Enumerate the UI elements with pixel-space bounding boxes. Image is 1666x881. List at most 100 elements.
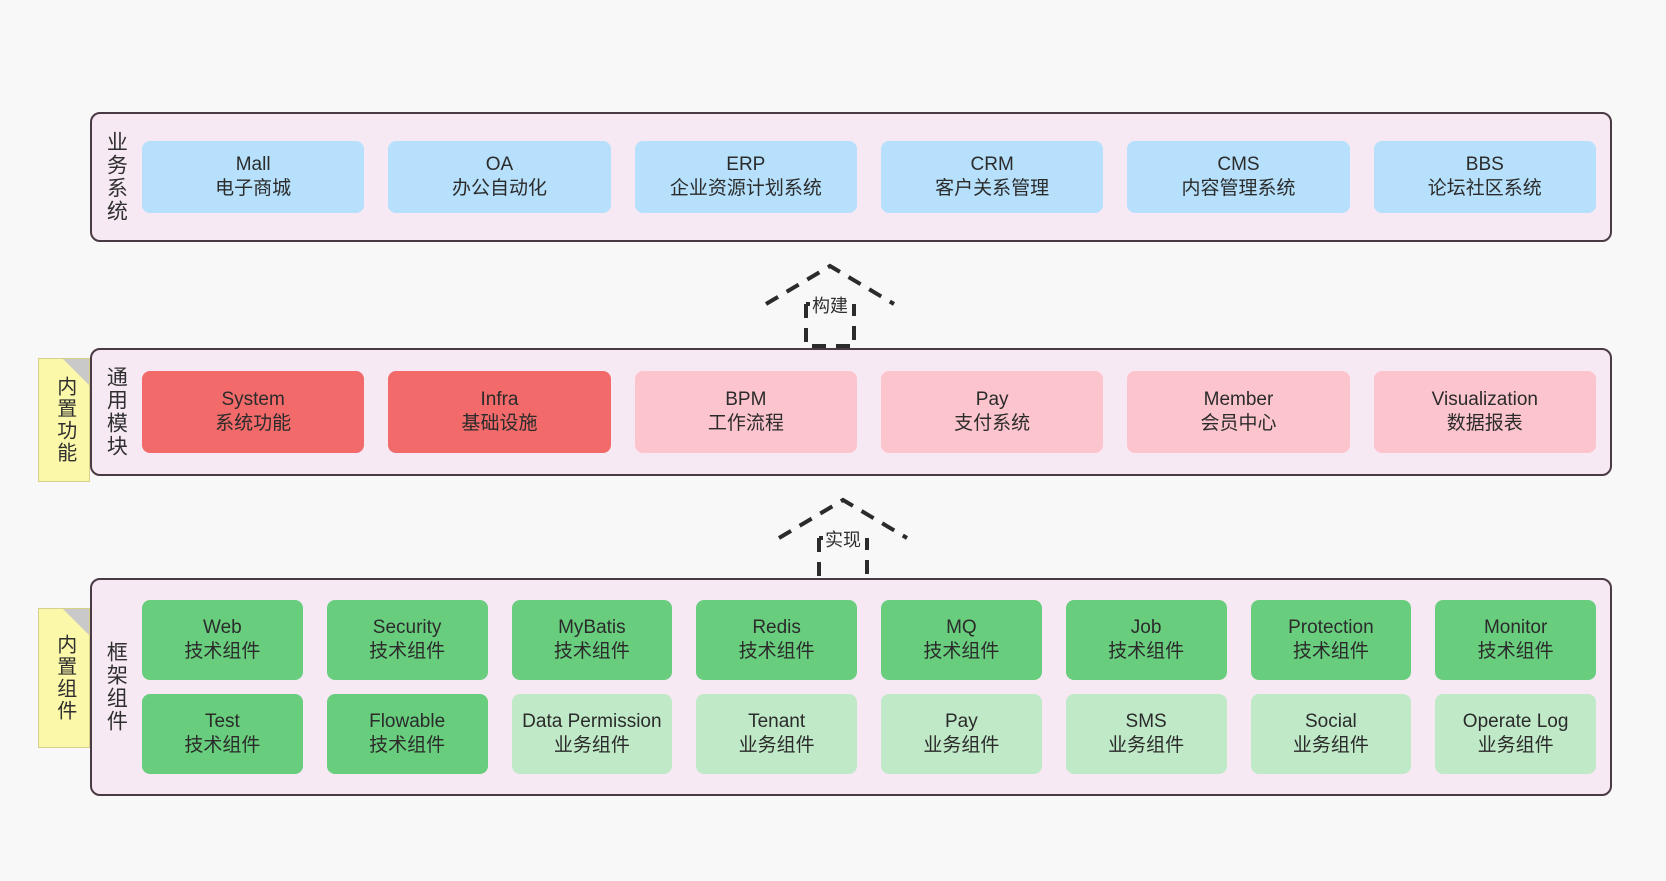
- node-subtitle: 技术组件: [184, 641, 261, 662]
- node-title: Protection: [1288, 616, 1374, 638]
- node-erp[interactable]: ERP 企业资源计划系统: [634, 141, 857, 213]
- node-title: CRM: [970, 153, 1014, 175]
- node-subtitle: 会员中心: [1200, 413, 1277, 434]
- layer-body-common-module: System 系统功能 Infra 基础设施 BPM 工作流程 Pay 支付系统…: [138, 350, 1610, 474]
- node-subtitle: 业务组件: [923, 735, 1000, 756]
- node-cms[interactable]: CMS 内容管理系统: [1127, 141, 1350, 213]
- node-title: Operate Log: [1462, 710, 1569, 732]
- node-title: BBS: [1465, 153, 1504, 175]
- node-title: MQ: [946, 616, 977, 638]
- node-protection[interactable]: Protection 技术组件: [1250, 600, 1412, 680]
- node-oa[interactable]: OA 办公自动化: [388, 141, 611, 213]
- node-social[interactable]: Social 业务组件: [1250, 694, 1412, 774]
- node-subtitle: 业务组件: [1292, 735, 1369, 756]
- node-visualization[interactable]: Visualization 数据报表: [1373, 371, 1596, 453]
- node-title: Flowable: [369, 710, 446, 732]
- layer-common-module: 通用模块 System 系统功能 Infra 基础设施 BPM 工作流程 Pay…: [90, 348, 1612, 476]
- node-subtitle: 支付系统: [954, 413, 1031, 434]
- node-row: System 系统功能 Infra 基础设施 BPM 工作流程 Pay 支付系统…: [142, 371, 1596, 453]
- note-fold-corner-icon: [63, 609, 89, 635]
- layer-body-framework-component: Web 技术组件 Security 技术组件 MyBatis 技术组件 Redi…: [138, 580, 1610, 794]
- node-title: Security: [372, 616, 442, 638]
- node-infra[interactable]: Infra 基础设施: [388, 371, 611, 453]
- node-subtitle: 基础设施: [461, 413, 538, 434]
- node-tenant[interactable]: Tenant 业务组件: [696, 694, 857, 774]
- node-subtitle: 系统功能: [215, 413, 292, 434]
- node-row: Web 技术组件 Security 技术组件 MyBatis 技术组件 Redi…: [142, 600, 1596, 680]
- node-title: BPM: [725, 388, 767, 410]
- node-title: Job: [1130, 616, 1162, 638]
- node-title: System: [221, 388, 285, 410]
- node-subtitle: 技术组件: [923, 641, 1000, 662]
- connector-label-build: 构建: [810, 292, 850, 318]
- node-member[interactable]: Member 会员中心: [1127, 371, 1350, 453]
- layer-body-business-system: Mall 电子商城 OA 办公自动化 ERP 企业资源计划系统 CRM 客户关系…: [138, 114, 1610, 240]
- node-title: ERP: [726, 153, 766, 175]
- node-subtitle: 客户关系管理: [935, 178, 1050, 199]
- node-subtitle: 业务组件: [1477, 735, 1554, 756]
- node-subtitle: 论坛社区系统: [1427, 178, 1542, 199]
- layer-title-common-module: 通用模块: [104, 366, 128, 458]
- node-mq[interactable]: MQ 技术组件: [881, 600, 1042, 680]
- node-title: Mall: [235, 153, 271, 175]
- connector-implement: 实现: [773, 492, 913, 582]
- note-label: 内置功能: [53, 376, 76, 464]
- node-subtitle: 技术组件: [553, 641, 630, 662]
- node-title: CMS: [1217, 153, 1260, 175]
- connector-label-implement: 实现: [823, 526, 863, 552]
- node-data-permission[interactable]: Data Permission 业务组件: [511, 694, 673, 774]
- note-builtin-features: 内置功能: [38, 358, 90, 482]
- node-title: Web: [203, 616, 242, 638]
- node-subtitle: 技术组件: [184, 735, 261, 756]
- layer-framework-component: 框架组件 Web 技术组件 Security 技术组件 MyBatis 技术组件…: [90, 578, 1612, 796]
- node-subtitle: 业务组件: [553, 735, 630, 756]
- node-subtitle: 业务组件: [1108, 735, 1185, 756]
- note-label: 内置组件: [53, 634, 76, 722]
- node-subtitle: 工作流程: [707, 413, 784, 434]
- node-pay-component[interactable]: Pay 业务组件: [881, 694, 1042, 774]
- node-monitor[interactable]: Monitor 技术组件: [1435, 600, 1596, 680]
- node-title: Monitor: [1483, 616, 1548, 638]
- connector-build: 构建: [760, 258, 900, 348]
- node-subtitle: 技术组件: [738, 641, 815, 662]
- node-redis[interactable]: Redis 技术组件: [696, 600, 857, 680]
- node-row: Mall 电子商城 OA 办公自动化 ERP 企业资源计划系统 CRM 客户关系…: [142, 141, 1596, 213]
- generalization-arrowhead-implement: [777, 497, 909, 540]
- node-title: OA: [485, 153, 514, 175]
- node-crm[interactable]: CRM 客户关系管理: [880, 141, 1104, 213]
- node-title: Member: [1203, 388, 1274, 410]
- node-title: SMS: [1125, 710, 1167, 732]
- node-sms[interactable]: SMS 业务组件: [1065, 694, 1227, 774]
- node-subtitle: 内容管理系统: [1181, 178, 1296, 199]
- node-title: Test: [204, 710, 240, 732]
- node-subtitle: 数据报表: [1446, 413, 1523, 434]
- node-title: Social: [1305, 710, 1357, 732]
- layer-title-framework-component: 框架组件: [104, 641, 128, 733]
- node-title: Data Permission: [522, 710, 662, 732]
- node-flowable[interactable]: Flowable 技术组件: [326, 694, 488, 774]
- node-subtitle: 技术组件: [1108, 641, 1185, 662]
- node-bpm[interactable]: BPM 工作流程: [634, 371, 857, 453]
- node-subtitle: 企业资源计划系统: [669, 178, 822, 199]
- node-security[interactable]: Security 技术组件: [326, 600, 488, 680]
- note-fold-corner-icon: [63, 359, 89, 385]
- layer-title-business-system: 业务系统: [104, 131, 128, 223]
- node-pay-module[interactable]: Pay 支付系统: [880, 371, 1104, 453]
- node-mall[interactable]: Mall 电子商城: [142, 141, 365, 213]
- layer-business-system: 业务系统 Mall 电子商城 OA 办公自动化 ERP 企业资源计划系统 CRM…: [90, 112, 1612, 242]
- node-mybatis[interactable]: MyBatis 技术组件: [511, 600, 673, 680]
- node-system[interactable]: System 系统功能: [142, 371, 365, 453]
- node-bbs[interactable]: BBS 论坛社区系统: [1373, 141, 1596, 213]
- node-subtitle: 技术组件: [1477, 641, 1554, 662]
- node-subtitle: 技术组件: [369, 735, 446, 756]
- node-title: Pay: [975, 388, 1009, 410]
- note-builtin-components: 内置组件: [38, 608, 90, 748]
- node-job[interactable]: Job 技术组件: [1065, 600, 1227, 680]
- node-subtitle: 办公自动化: [451, 178, 547, 199]
- node-operate-log[interactable]: Operate Log 业务组件: [1435, 694, 1596, 774]
- node-title: Infra: [480, 388, 519, 410]
- node-web[interactable]: Web 技术组件: [142, 600, 303, 680]
- node-test[interactable]: Test 技术组件: [142, 694, 303, 774]
- node-title: Tenant: [748, 710, 806, 732]
